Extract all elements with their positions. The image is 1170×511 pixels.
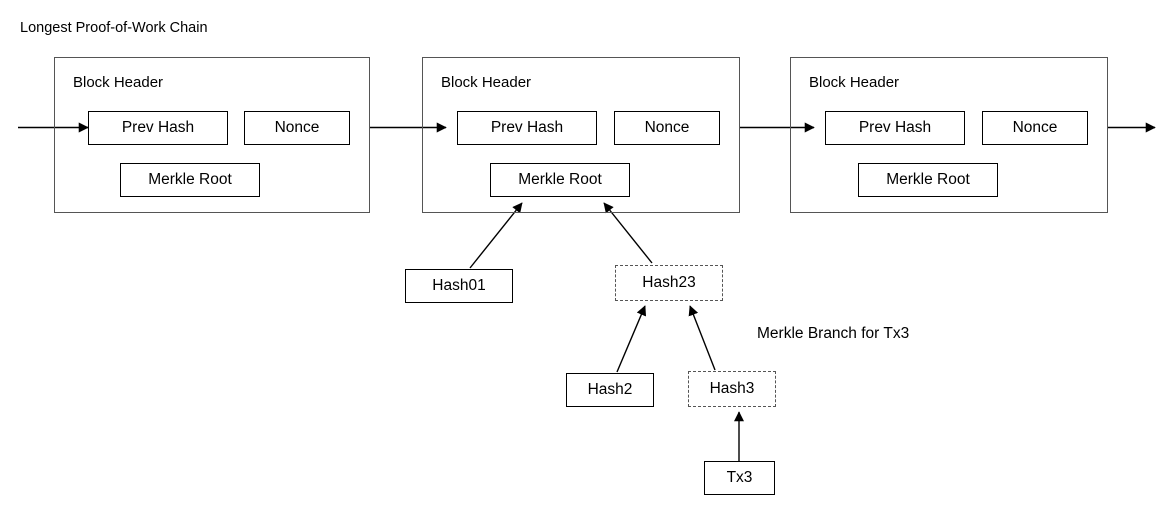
block-header-container-2 (422, 57, 740, 213)
figure-title: Longest Proof-of-Work Chain (20, 20, 208, 36)
merkle-root-box-1[interactable]: Merkle Root (120, 163, 260, 197)
merkle-arrow-hash01-to-merkleroot (469, 202, 523, 269)
block-header-title-3: Block Header (809, 74, 900, 91)
nonce-box-3[interactable]: Nonce (982, 111, 1088, 145)
merkle-node-hash01[interactable]: Hash01 (405, 269, 513, 303)
merkle-node-hash23-label: Hash23 (642, 274, 696, 292)
prev-hash-label-1: Prev Hash (121, 119, 195, 137)
block-header-container-3 (790, 57, 1108, 213)
merkle-root-box-2[interactable]: Merkle Root (490, 163, 630, 197)
merkle-arrow-hash23-to-merkleroot (603, 202, 653, 264)
prev-hash-box-3[interactable]: Prev Hash (825, 111, 965, 145)
block-header-title-1: Block Header (73, 74, 164, 91)
merkle-node-hash2-label: Hash2 (587, 381, 633, 399)
block-header-title-2: Block Header (441, 74, 532, 91)
merkle-root-label-1: Merkle Root (148, 171, 232, 189)
prev-hash-box-2[interactable]: Prev Hash (457, 111, 597, 145)
merkle-node-hash01-label: Hash01 (432, 277, 486, 295)
merkle-node-tx3[interactable]: Tx3 (704, 461, 775, 495)
nonce-box-1[interactable]: Nonce (244, 111, 350, 145)
prev-hash-box-1[interactable]: Prev Hash (88, 111, 228, 145)
merkle-arrow-hash2-to-hash23 (616, 305, 647, 373)
merkle-root-label-2: Merkle Root (518, 171, 602, 189)
prev-hash-label-2: Prev Hash (490, 119, 564, 137)
prev-hash-label-3: Prev Hash (858, 119, 932, 137)
nonce-label-3: Nonce (1012, 119, 1058, 137)
merkle-root-box-3[interactable]: Merkle Root (858, 163, 998, 197)
nonce-label-2: Nonce (644, 119, 690, 137)
merkle-node-tx3-label: Tx3 (726, 469, 753, 487)
merkle-node-hash3[interactable]: Hash3 (688, 371, 776, 407)
merkle-branch-annotation: Merkle Branch for Tx3 (757, 325, 910, 342)
merkle-node-hash2[interactable]: Hash2 (566, 373, 654, 407)
merkle-node-hash3-label: Hash3 (709, 380, 755, 398)
merkle-arrow-hash3-to-hash23 (688, 305, 716, 371)
merkle-root-label-3: Merkle Root (886, 171, 970, 189)
merkle-node-hash23[interactable]: Hash23 (615, 265, 723, 301)
nonce-label-1: Nonce (274, 119, 320, 137)
block-header-container-1 (54, 57, 370, 213)
nonce-box-2[interactable]: Nonce (614, 111, 720, 145)
